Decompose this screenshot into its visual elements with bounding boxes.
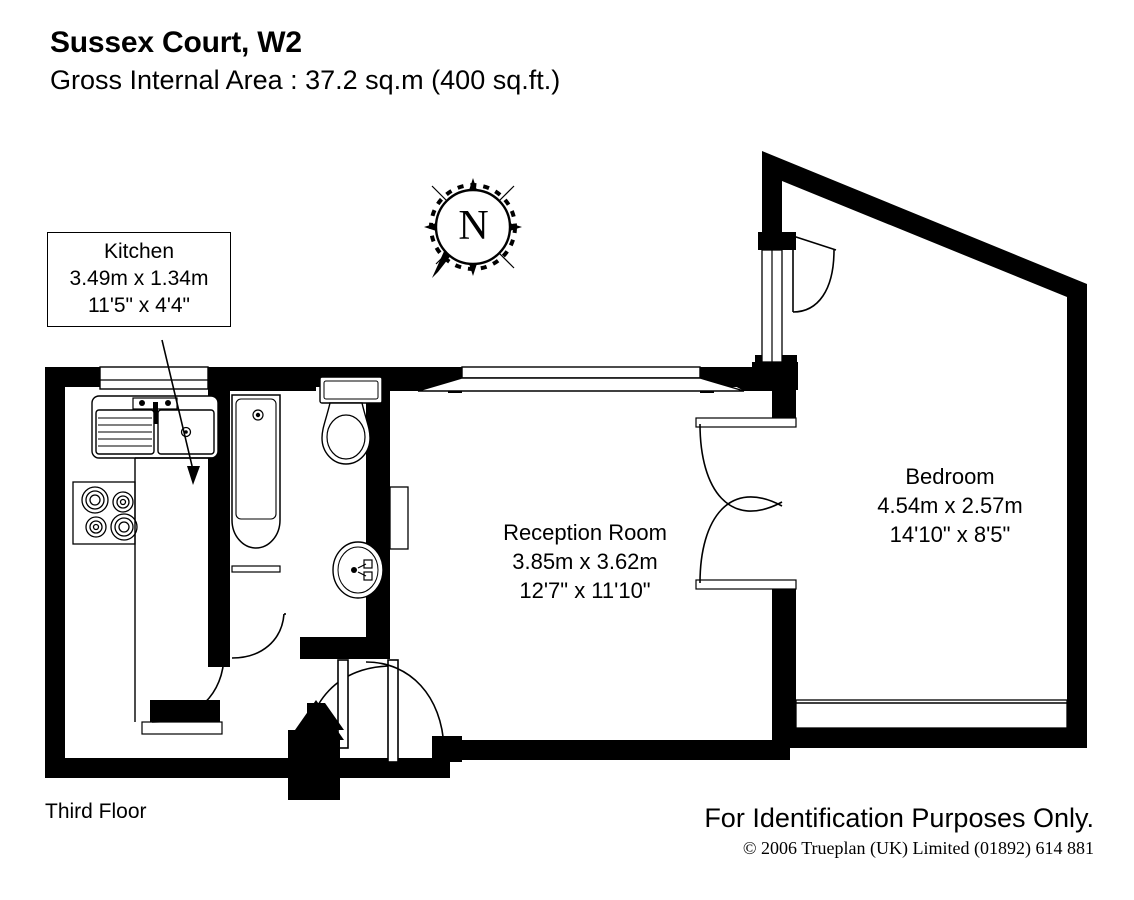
bedroom-double-door-arc-top[interactable] bbox=[699, 423, 783, 512]
bedroom-dimensions-imperial: 14'10" x 8'5" bbox=[889, 522, 1011, 547]
hall-rail-left bbox=[141, 721, 223, 735]
bedroom-double-door-arc-bottom[interactable] bbox=[699, 496, 783, 584]
bedroom-door-jamb-bottom bbox=[695, 579, 797, 590]
bedroom-label: Bedroom bbox=[905, 464, 995, 489]
bedroom-rear-window[interactable] bbox=[795, 699, 1068, 729]
reception-room-label: Reception Room bbox=[503, 520, 667, 545]
wall-hall-nib-right bbox=[300, 637, 390, 659]
compass-rose: N bbox=[418, 172, 528, 282]
bay-splay-right bbox=[700, 367, 772, 391]
bedroom-label-group: Bedroom 4.54m x 2.57m 14'10" x 8'5" bbox=[800, 462, 1100, 549]
wall-kitchen-bathroom-lower bbox=[208, 637, 230, 667]
floor-level-note: Third Floor bbox=[45, 800, 147, 823]
plan-header: Sussex Court, W2 Gross Internal Area : 3… bbox=[50, 26, 560, 97]
page-title: Sussex Court, W2 bbox=[50, 26, 302, 59]
bedroom-entry-door-jamb bbox=[792, 235, 837, 251]
wash-basin bbox=[332, 541, 384, 599]
kitchen-callout-leader bbox=[161, 339, 200, 485]
compass-bezel bbox=[429, 183, 517, 271]
identification-notice: For Identification Purposes Only. bbox=[704, 803, 1094, 833]
reception-bay-window[interactable] bbox=[461, 366, 701, 379]
reception-room-dimensions-metric: 3.85m x 3.62m bbox=[512, 549, 658, 574]
entrance-door-leaf[interactable] bbox=[387, 659, 399, 763]
reception-room-label-group: Reception Room 3.85m x 3.62m 12'7" x 11'… bbox=[440, 518, 730, 605]
toilet bbox=[319, 376, 383, 465]
wall-top-kitchen-right bbox=[230, 367, 316, 391]
compass-disc bbox=[434, 188, 512, 266]
gross-internal-area: Gross Internal Area : 37.2 sq.m (400 sq.… bbox=[50, 65, 561, 95]
bedroom-door-jamb-top bbox=[695, 417, 797, 428]
wall-nib-hall-left bbox=[150, 700, 220, 722]
wall-entry-stub bbox=[432, 736, 462, 762]
kitchen-door-arc[interactable] bbox=[151, 653, 225, 723]
reception-bay-window-inner bbox=[417, 377, 745, 392]
bathroom-cupboard bbox=[389, 486, 409, 550]
copyright-notice: © 2006 Trueplan (UK) Limited (01892) 614… bbox=[742, 838, 1094, 858]
kitchen-label: Kitchen bbox=[103, 240, 175, 263]
wall-bathroom-reception bbox=[366, 367, 390, 639]
kitchen-sink bbox=[91, 395, 219, 459]
bathtub bbox=[231, 394, 281, 573]
entrance-arrow bbox=[288, 700, 344, 800]
kitchen-counter-lines bbox=[134, 457, 218, 722]
reception-room-dimensions-imperial: 12'7" x 11'10" bbox=[519, 578, 651, 603]
kitchen-callout: Kitchen 3.49m x 1.34m 11'5" x 4'4" bbox=[47, 232, 231, 327]
kitchen-dimensions-metric: 3.49m x 1.34m bbox=[69, 267, 209, 290]
reception-door-leaf[interactable] bbox=[337, 659, 349, 749]
kitchen-window[interactable] bbox=[99, 366, 209, 390]
bathroom-door-arc[interactable] bbox=[231, 613, 285, 659]
wall-bedroom-window-top bbox=[758, 232, 796, 250]
kitchen-hob bbox=[72, 481, 138, 545]
wall-reception-bedroom-lower bbox=[772, 588, 796, 740]
reception-door-arc[interactable] bbox=[365, 661, 445, 749]
windows-group bbox=[99, 249, 1068, 735]
kitchen-dimensions-imperial: 11'5" x 4'4" bbox=[88, 294, 190, 317]
bedroom-entry-door-arc[interactable] bbox=[792, 249, 835, 313]
footer-block: For Identification Purposes Only. © 2006… bbox=[704, 802, 1094, 860]
bedroom-dimensions-metric: 4.54m x 2.57m bbox=[877, 493, 1023, 518]
